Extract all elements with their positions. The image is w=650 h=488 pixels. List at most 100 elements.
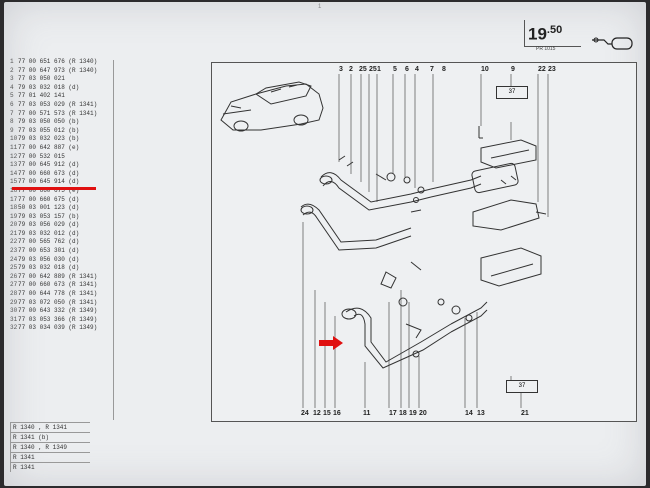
parts-list-code: 79 03 032 018 (d)	[18, 83, 80, 91]
parts-list-row: 1277 00 532 015	[10, 153, 115, 162]
page-number: 19.50	[528, 24, 563, 44]
parts-list-code: 77 00 660 673 (d)	[18, 169, 80, 177]
parts-list-code: 77 00 565 762 (d)	[18, 238, 80, 246]
parts-list-number: 23	[10, 247, 18, 255]
parts-list-number: 9	[10, 126, 14, 134]
parts-list-number: 1	[10, 58, 14, 65]
parts-list-number: 4	[10, 83, 14, 91]
parts-list-number: 17	[10, 195, 18, 203]
callout-top: 25	[359, 66, 367, 73]
parts-list-code: 77 03 072 050 (R 1341)	[18, 298, 98, 306]
parts-list-number: 14	[10, 169, 18, 177]
callout-bottom: 20	[419, 410, 427, 417]
parts-list-row: 2777 00 660 673 (R 1341)	[10, 281, 115, 290]
parts-list-number: 25	[10, 264, 18, 272]
callout-bottom: 19	[409, 410, 417, 417]
parts-list-row: 1377 00 645 912 (d)	[10, 161, 115, 170]
parts-list-row: 1477 00 660 673 (d)	[10, 170, 115, 179]
parts-list-number: 26	[10, 272, 18, 280]
parts-list-code: 79 03 056 030 (d)	[18, 255, 80, 263]
parts-list-row: 2 77 00 647 973 (R 1340)	[10, 67, 115, 76]
parts-list-number: 12	[10, 152, 18, 160]
parts-list-code: 79 03 032 012 (d)	[18, 229, 80, 237]
exploded-diagram-frame	[211, 62, 637, 422]
parts-list-row: 1177 00 642 887 (e)	[10, 144, 115, 153]
parts-list-code: 77 00 645 912 (d)	[18, 161, 80, 169]
red-arrow-indicator	[319, 336, 343, 355]
parts-list-code: 77 00 660 675 (d)	[18, 195, 80, 203]
parts-list-number: 5	[10, 92, 14, 100]
parts-list-row: 3 77 03 050 021	[10, 75, 115, 84]
parts-list-code: 77 00 642 887 (e)	[18, 143, 80, 151]
parts-list-row: 3077 00 643 332 (R 1349)	[10, 307, 115, 316]
parts-list-number: 6	[10, 100, 14, 108]
parts-list-code: 79 03 032 023 (b)	[18, 135, 80, 143]
parts-list-row: 4 79 03 032 018 (d)	[10, 84, 115, 93]
parts-list-code: 77 00 660 673 (R 1341)	[18, 281, 98, 289]
parts-list-row: 1079 03 032 023 (b)	[10, 135, 115, 144]
parts-list-number: 18	[10, 204, 18, 212]
callout-bottom: 17	[389, 410, 397, 417]
callout-top: 7	[430, 66, 434, 73]
parts-list-number: 30	[10, 307, 18, 315]
top-scribble: 1	[318, 4, 322, 10]
parts-list-code: 79 03 032 018 (d)	[18, 264, 80, 272]
parts-list-code: 77 00 571 573 (R 1341)	[18, 109, 98, 117]
parts-list-number: 29	[10, 298, 18, 306]
parts-list-code: 77 00 653 301 (d)	[18, 247, 80, 255]
ref-box-bottom: 37	[506, 380, 538, 393]
callout-bottom: 15	[323, 410, 331, 417]
parts-list-code: 77 00 645 914 (d)	[18, 178, 80, 186]
parts-list-row: 2479 03 056 030 (d)	[10, 256, 115, 265]
parts-list-row: 1677 00 660 675 (e)	[10, 187, 115, 196]
variant-row: R 1341	[10, 462, 90, 472]
parts-list-row: 7 77 00 571 573 (R 1341)	[10, 110, 115, 119]
parts-list-code: 79 03 056 029 (d)	[18, 221, 80, 229]
callout-bottom: 16	[333, 410, 341, 417]
callout-top: 9	[511, 66, 515, 73]
parts-list-row: 2977 03 072 050 (R 1341)	[10, 299, 115, 308]
parts-list-code: 77 03 053 029 (R 1341)	[18, 100, 98, 108]
parts-list-row: 2877 00 644 778 (R 1341)	[10, 290, 115, 299]
parts-list-number: 16	[10, 186, 18, 194]
car-illustration	[220, 81, 324, 132]
muffler-icon	[592, 37, 633, 50]
parts-list-code: 77 03 050 021	[18, 75, 65, 83]
parts-list-row: 2579 03 032 018 (d)	[10, 264, 115, 273]
callout-top: 2	[349, 66, 353, 73]
parts-list-row: 1577 00 645 914 (d)	[10, 178, 115, 187]
lower-pipe-assembly	[341, 247, 542, 369]
parts-list-number: 20	[10, 221, 18, 229]
parts-list-row: 2277 00 565 762 (d)	[10, 238, 115, 247]
callout-bottom: 21	[521, 410, 529, 417]
parts-list-row: 2377 00 653 301 (d)	[10, 247, 115, 256]
parts-list-code: 77 00 642 889 (R 1341)	[18, 272, 98, 280]
callout-top: 1	[377, 66, 381, 73]
parts-list-number: 2	[10, 66, 14, 74]
variant-row: R 1340 , R 1349	[10, 442, 90, 452]
callout-top: 23	[548, 66, 556, 73]
parts-list-code: 77 00 647 973 (R 1340)	[18, 66, 98, 74]
callout-bottom: 12	[313, 410, 321, 417]
callout-bottom: 18	[399, 410, 407, 417]
callout-top: 8	[442, 66, 446, 73]
page-ref: PR 1015	[536, 46, 556, 52]
parts-list-number: 15	[10, 178, 18, 186]
parts-list-row: 3177 03 053 366 (R 1349)	[10, 316, 115, 325]
parts-list-number: 21	[10, 229, 18, 237]
parts-list-code: 77 00 644 778 (R 1341)	[18, 290, 98, 298]
highlight-marker	[12, 187, 96, 190]
variant-row: R 1340 , R 1341	[10, 422, 90, 432]
parts-list-number: 31	[10, 315, 18, 323]
parts-list-number: 8	[10, 118, 14, 126]
parts-list-number: 3	[10, 75, 14, 83]
exhaust-system-diagram	[220, 74, 549, 408]
parts-list-number: 7	[10, 109, 14, 117]
parts-list-number: 22	[10, 238, 18, 246]
parts-list-number: 27	[10, 281, 18, 289]
parts-list-number: 32	[10, 324, 18, 332]
callout-bottom: 13	[477, 410, 485, 417]
